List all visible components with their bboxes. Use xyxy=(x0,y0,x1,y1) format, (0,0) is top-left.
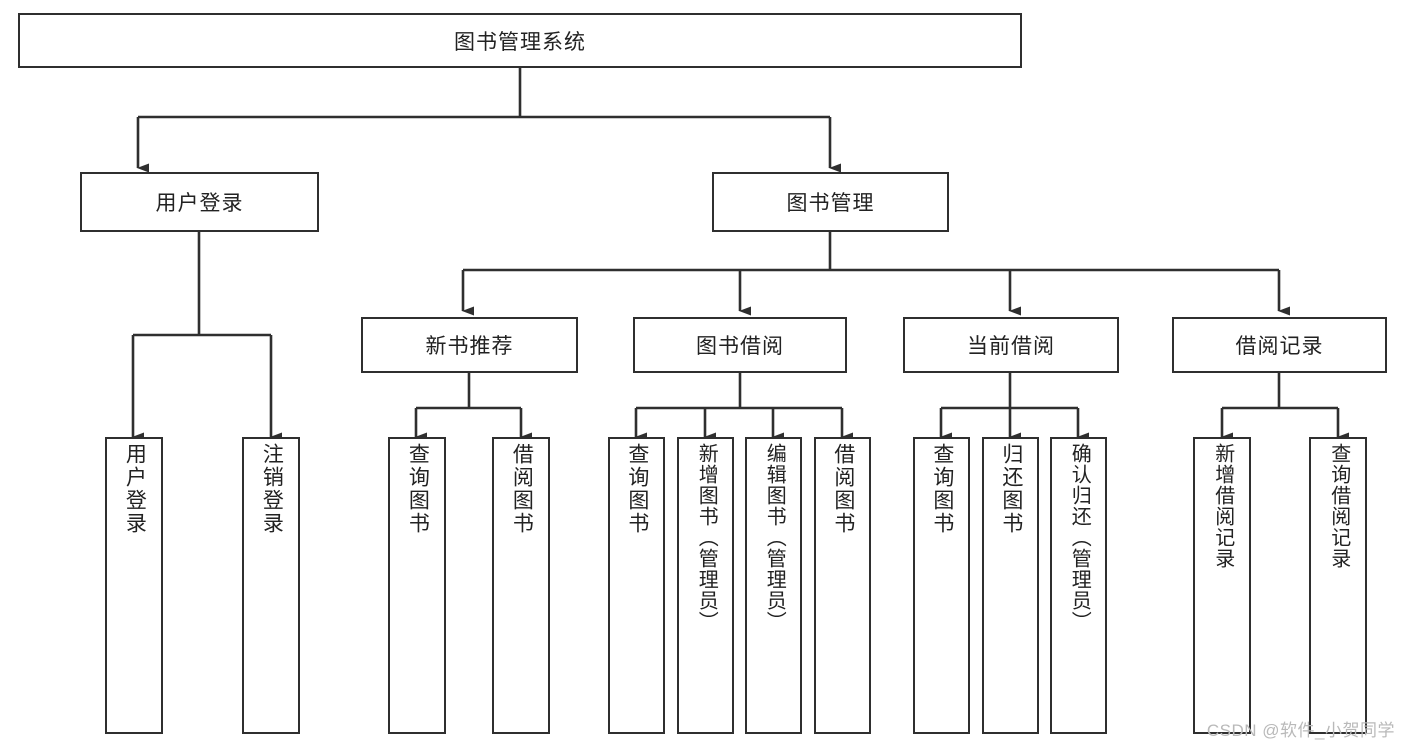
leaf-book-borrow-add[interactable]: 新增图书（管理员） xyxy=(677,437,734,734)
node-new-book-recommend[interactable]: 新书推荐 xyxy=(361,317,578,373)
leaf-book-borrow-edit-label: 编辑图书（管理员） xyxy=(763,443,786,632)
node-book-management-label: 图书管理 xyxy=(786,192,875,215)
leaf-user-login-signin[interactable]: 用户登录 xyxy=(105,437,163,734)
leaf-book-borrow-borrow[interactable]: 借阅图书 xyxy=(814,437,871,734)
node-user-login[interactable]: 用户登录 xyxy=(80,172,319,232)
leaf-book-borrow-query[interactable]: 查询图书 xyxy=(608,437,665,734)
leaf-borrow-record-add-label: 新增借阅记录 xyxy=(1211,443,1234,569)
leaf-current-borrow-query[interactable]: 查询图书 xyxy=(913,437,970,734)
leaf-book-borrow-borrow-label: 借阅图书 xyxy=(831,443,855,535)
leaf-current-borrow-confirm-label: 确认归还（管理员） xyxy=(1068,443,1091,632)
node-root-system-label: 图书管理系统 xyxy=(454,30,586,54)
leaf-current-borrow-query-label: 查询图书 xyxy=(930,443,954,535)
node-borrow-record-label: 借阅记录 xyxy=(1235,335,1324,358)
node-book-management[interactable]: 图书管理 xyxy=(712,172,949,232)
leaf-current-borrow-return[interactable]: 归还图书 xyxy=(982,437,1039,734)
leaf-new-book-query-label: 查询图书 xyxy=(406,443,430,535)
leaf-borrow-record-add[interactable]: 新增借阅记录 xyxy=(1193,437,1251,734)
leaf-new-book-borrow[interactable]: 借阅图书 xyxy=(492,437,550,734)
csdn-watermark: CSDN @软件_小贺同学 xyxy=(1206,721,1395,740)
leaf-book-borrow-query-label: 查询图书 xyxy=(625,443,649,535)
node-current-borrow-label: 当前借阅 xyxy=(967,335,1055,358)
node-borrow-record[interactable]: 借阅记录 xyxy=(1172,317,1387,373)
node-book-borrow-label: 图书借阅 xyxy=(696,335,784,358)
leaf-current-borrow-return-label: 归还图书 xyxy=(999,443,1023,535)
leaf-borrow-record-query[interactable]: 查询借阅记录 xyxy=(1309,437,1367,734)
node-user-login-label: 用户登录 xyxy=(155,192,244,215)
leaf-book-borrow-add-label: 新增图书（管理员） xyxy=(695,443,718,632)
node-new-book-recommend-label: 新书推荐 xyxy=(425,335,514,358)
node-book-borrow[interactable]: 图书借阅 xyxy=(633,317,847,373)
leaf-user-login-signout[interactable]: 注销登录 xyxy=(242,437,300,734)
leaf-new-book-query[interactable]: 查询图书 xyxy=(388,437,446,734)
node-root-system[interactable]: 图书管理系统 xyxy=(18,13,1022,68)
leaf-book-borrow-edit[interactable]: 编辑图书（管理员） xyxy=(745,437,802,734)
leaf-new-book-borrow-label: 借阅图书 xyxy=(510,443,534,535)
leaf-user-login-signin-label: 用户登录 xyxy=(123,443,147,535)
node-current-borrow[interactable]: 当前借阅 xyxy=(903,317,1119,373)
leaf-borrow-record-query-label: 查询借阅记录 xyxy=(1327,443,1350,569)
leaf-current-borrow-confirm[interactable]: 确认归还（管理员） xyxy=(1050,437,1107,734)
leaf-user-login-signout-label: 注销登录 xyxy=(260,443,284,535)
